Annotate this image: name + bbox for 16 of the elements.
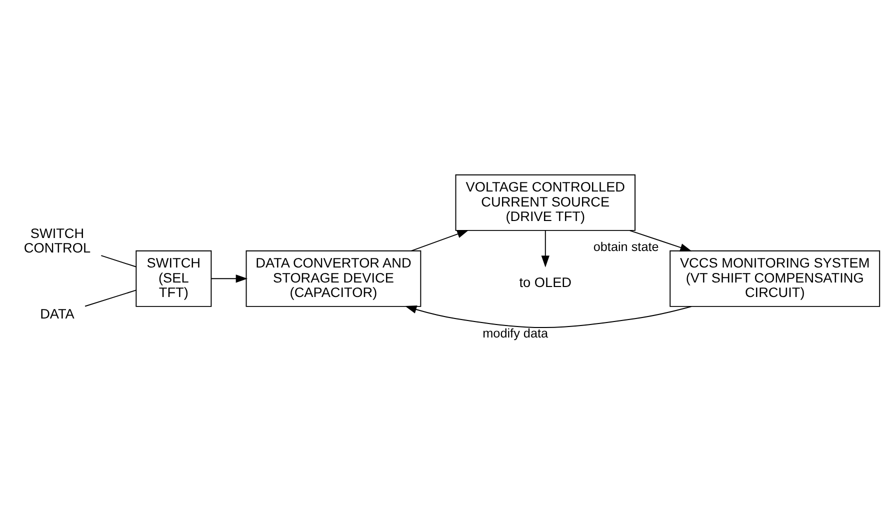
arrow: [410, 230, 469, 252]
node-box: SWITCH (SEL TFT): [136, 250, 212, 307]
arrow: [404, 306, 692, 328]
node-text: SWITCH CONTROL: [24, 226, 91, 256]
connector: [100, 255, 136, 268]
node-box: VCCS MONITORING SYSTEM (VT SHIFT COMPENSATING CIRCUIT): [670, 250, 880, 307]
node-box: VOLTAGE CONTROLLED CURRENT SOURCE (DRIVE TFT): [455, 174, 636, 231]
edge-label: obtain state: [593, 240, 659, 254]
connector: [84, 290, 137, 307]
arrow: [629, 230, 692, 252]
node-text: to OLED: [519, 275, 572, 290]
node-text: DATA: [40, 306, 74, 322]
arrow: [541, 230, 550, 268]
arrow: [210, 274, 248, 283]
node-box: DATA CONVERTOR AND STORAGE DEVICE (CAPACITOR): [246, 250, 422, 307]
edge-label: modify data: [482, 326, 548, 341]
